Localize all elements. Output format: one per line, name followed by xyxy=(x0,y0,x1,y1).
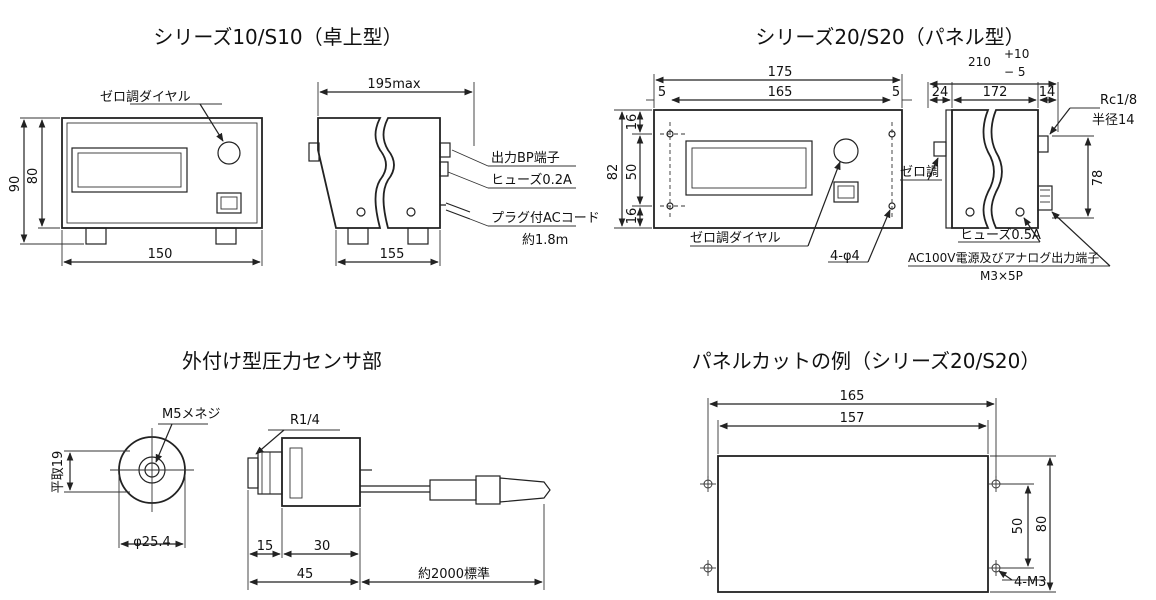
title-sensor: 外付け型圧力センサ部 xyxy=(182,349,382,373)
s10-dim-80: 80 xyxy=(26,168,41,185)
s10-zero-dial-label: ゼロ調ダイヤル xyxy=(100,90,191,105)
s20-dim-50: 50 xyxy=(625,164,640,181)
s20-dim-172: 172 xyxy=(983,85,1008,100)
sensor-phi254-label: φ25.4 xyxy=(133,535,171,550)
sensor-dim-30: 30 xyxy=(314,539,331,554)
s10-output-bp-label: 出力BP端子 xyxy=(491,151,560,166)
s20-ac-terminal-label: AC100V電源及びアナログ出力端子 xyxy=(908,251,1099,265)
s20-dim-78: 78 xyxy=(1091,170,1106,187)
s20-dim-24: 24 xyxy=(932,85,949,100)
s10-dim-150: 150 xyxy=(148,247,173,262)
s10-plug-cord-label: プラグ付ACコード xyxy=(491,211,600,226)
sensor-cable-length: 約2000標準 xyxy=(418,566,490,582)
sensor-side-view xyxy=(247,429,551,590)
s20-rc-label: Rc1/8 xyxy=(1100,93,1137,108)
panelcut-dim-80: 80 xyxy=(1035,516,1050,533)
s20-zero-dial-label: ゼロ調ダイヤル xyxy=(690,231,781,246)
s10-dim-90: 90 xyxy=(8,176,23,193)
s20-dim-16-top: 16 xyxy=(625,114,640,131)
s20-dim-5-left: 5 xyxy=(658,85,666,100)
s20-holes-label: 4-φ4 xyxy=(830,249,860,264)
s20-dim-16-bottom: 16 xyxy=(625,208,640,225)
s20-dim-210: 210 xyxy=(968,55,991,69)
s20-zero-short-label: ゼロ調 xyxy=(900,165,939,180)
s10-cord-length-label: 約1.8m xyxy=(522,233,568,248)
s20-dim-14: 14 xyxy=(1039,85,1056,100)
s10-dim-155: 155 xyxy=(380,247,405,262)
s20-tolerance-plus: +10 xyxy=(1004,47,1029,61)
s10-dim-195max: 195max xyxy=(367,77,420,92)
sensor-dim-45: 45 xyxy=(297,567,314,582)
sensor-end-view xyxy=(64,423,208,548)
panelcut-view xyxy=(700,398,1056,593)
s20-screw-label: M3×5P xyxy=(980,269,1023,283)
s20-radius-label: 半径14 xyxy=(1092,113,1135,128)
title-series10: シリーズ10/S10（卓上型） xyxy=(153,25,402,49)
panelcut-dim-157: 157 xyxy=(840,411,865,426)
series20-side-view xyxy=(900,80,1111,267)
series20-front-view xyxy=(614,74,912,263)
s20-dim-175: 175 xyxy=(768,65,793,80)
series10-front-view xyxy=(20,103,263,266)
panelcut-dim-50: 50 xyxy=(1011,518,1026,535)
s20-fuse-label: ヒューズ0.5A xyxy=(960,227,1041,243)
series10-side-view xyxy=(308,82,576,266)
sensor-dim-15: 15 xyxy=(257,539,274,554)
s20-dim-5-right: 5 xyxy=(892,85,900,100)
s20-dim-165: 165 xyxy=(768,85,793,100)
s20-dim-82: 82 xyxy=(606,164,621,181)
title-panelcut: パネルカットの例（シリーズ20/S20） xyxy=(692,349,1041,373)
sensor-m5-label: M5メネジ xyxy=(162,407,221,422)
sensor-flat19-label: 平取19 xyxy=(51,451,66,494)
panelcut-dim-165: 165 xyxy=(840,389,865,404)
sensor-r14-label: R1/4 xyxy=(290,413,320,428)
title-series20: シリーズ20/S20（パネル型） xyxy=(755,25,1024,49)
s10-fuse-label: ヒューズ0.2A xyxy=(491,172,572,188)
panelcut-holes-label: 4-M3 xyxy=(1014,575,1046,590)
s20-tolerance-minus: − 5 xyxy=(1004,65,1026,79)
